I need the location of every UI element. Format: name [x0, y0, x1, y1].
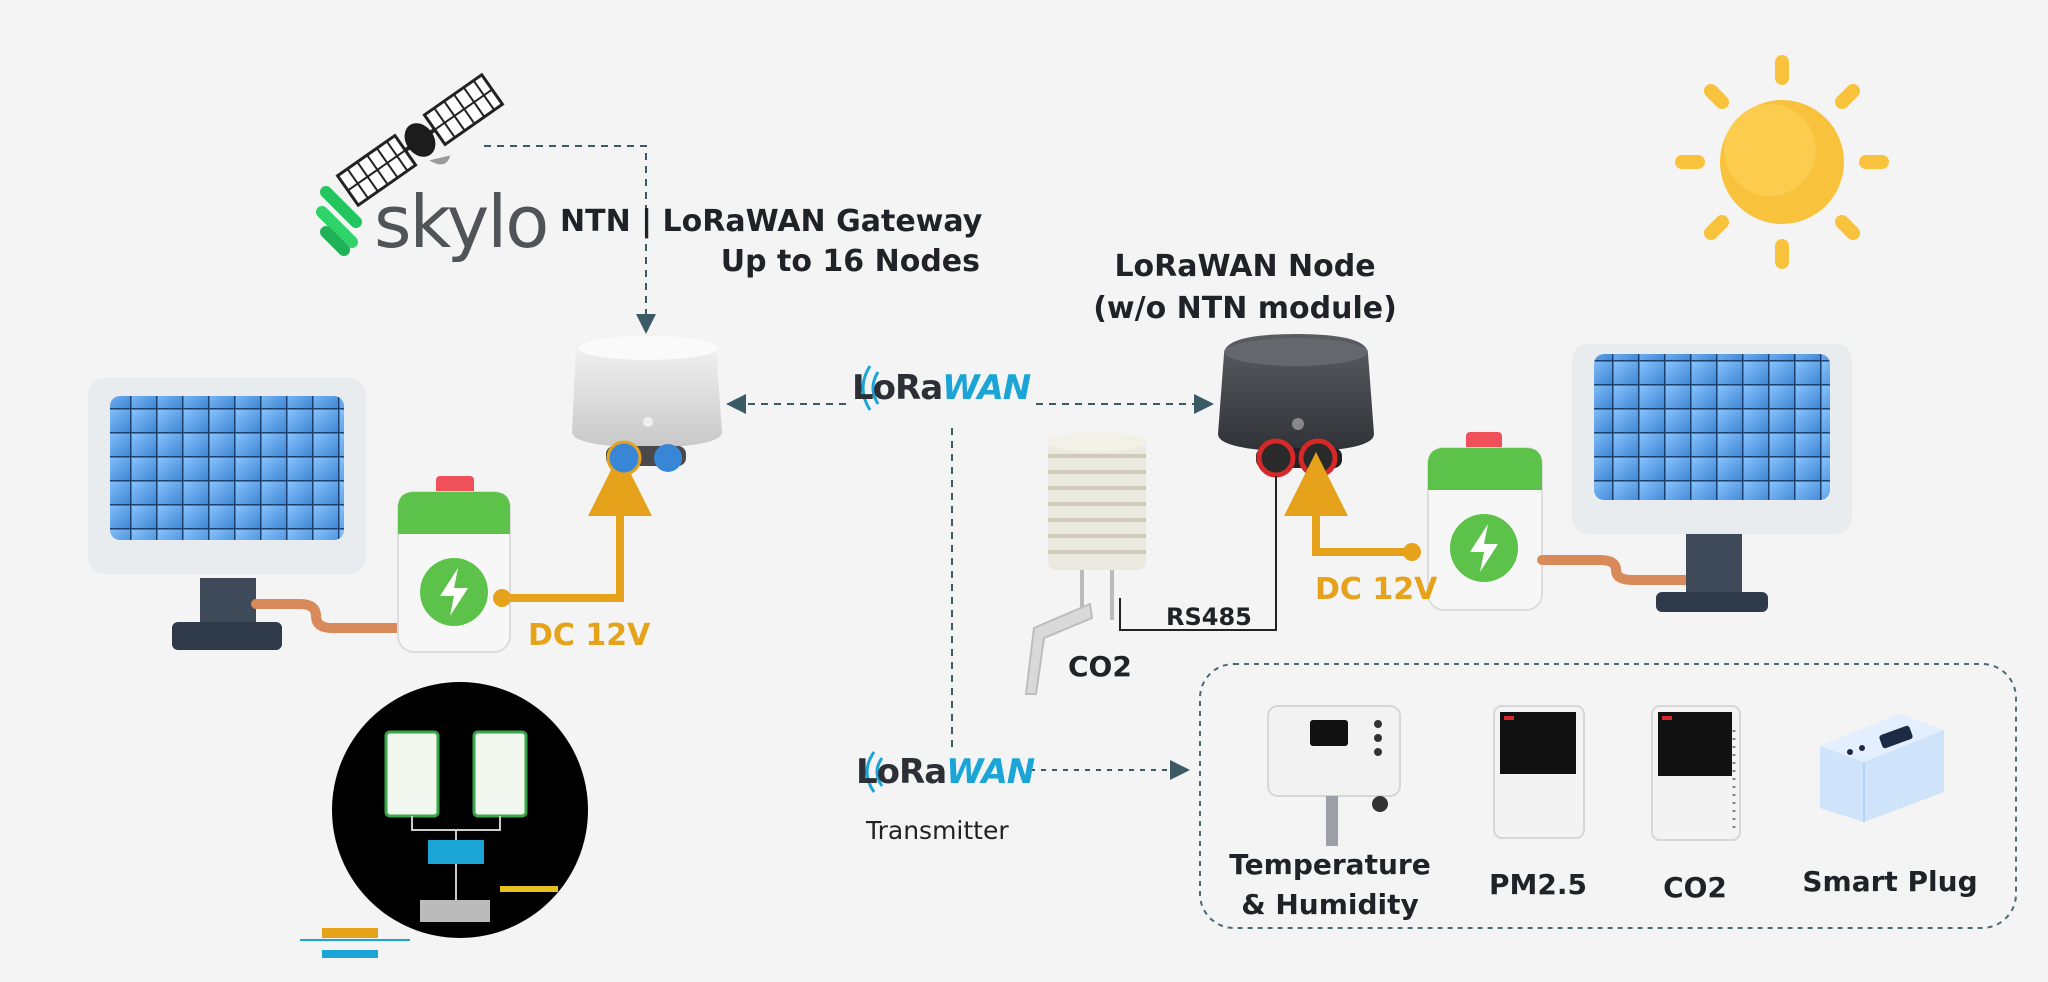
- gateway-title: NTN | LoRaWAN Gateway Up to 16 Nodes: [560, 202, 983, 282]
- cable-right: [1537, 555, 1695, 585]
- device-label-line2: & Humidity: [1241, 888, 1419, 921]
- device-label-co2: CO2: [1663, 871, 1727, 904]
- sun-icon: [1675, 55, 1889, 269]
- battery-right: [1427, 432, 1543, 611]
- node-title: LoRaWAN Node (w/o NTN module): [1080, 246, 1410, 330]
- satellite-link: [484, 145, 656, 334]
- device-label-line1: Temperature: [1229, 848, 1431, 881]
- device-label-pm25: PM2.5: [1489, 868, 1587, 901]
- rs485-label: RS485: [1166, 603, 1252, 631]
- gateway-device: [572, 336, 722, 476]
- lorawan-wave-icon: [861, 365, 884, 793]
- satellite-icon: [335, 72, 505, 208]
- node-title-line1: LoRaWAN Node: [1114, 249, 1376, 284]
- rs485-wire: [1119, 476, 1277, 631]
- device-label-temperature-humidity: Temperature & Humidity: [1220, 845, 1440, 925]
- transmitter-label: Transmitter: [866, 816, 1009, 845]
- temperature-humidity-device: [1267, 705, 1401, 846]
- cable-left: [251, 599, 401, 633]
- devices-group-box: [1199, 663, 2017, 929]
- lorawan-logo-transmitter: LoRaWAN: [856, 752, 1035, 792]
- co2-sensor-label: CO2: [1068, 650, 1132, 683]
- lorawan-logo-suffix: WAN: [946, 752, 1035, 792]
- lorawan-logo-top: LoRaWAN: [852, 368, 1031, 408]
- power-line-right: [1284, 452, 1412, 556]
- lorawan-logo-prefix: LoRa: [852, 368, 943, 408]
- node-power-label: DC 12V: [1315, 572, 1438, 607]
- device-label-smart-plug: Smart Plug: [1802, 865, 1978, 898]
- gateway-title-line1: NTN | LoRaWAN Gateway: [560, 204, 983, 239]
- gateway-power-label: DC 12V: [528, 618, 651, 653]
- lightning-icon: [440, 568, 468, 616]
- battery-left: [397, 476, 511, 653]
- ntn-module-board: [300, 682, 588, 958]
- lorawan-logo-suffix: WAN: [942, 368, 1031, 408]
- solar-panel-left: [88, 378, 366, 650]
- lorawan-node-device: [1218, 334, 1374, 478]
- co2-indoor-device: [1651, 705, 1741, 841]
- smart-plug-device: [1820, 714, 1944, 822]
- gateway-title-line2: Up to 16 Nodes: [720, 244, 980, 279]
- lorawan-logo-prefix: LoRa: [856, 752, 947, 792]
- power-line-left: [502, 452, 652, 602]
- skylo-logo-text: skylo: [374, 180, 549, 264]
- skylo-logo-mark: [316, 186, 362, 256]
- pm25-device: [1493, 705, 1585, 839]
- solar-panel-right: [1572, 344, 1852, 612]
- node-title-line2: (w/o NTN module): [1093, 291, 1397, 326]
- co2-sensor-device: [1024, 432, 1147, 695]
- lightning-icon: [1470, 524, 1498, 572]
